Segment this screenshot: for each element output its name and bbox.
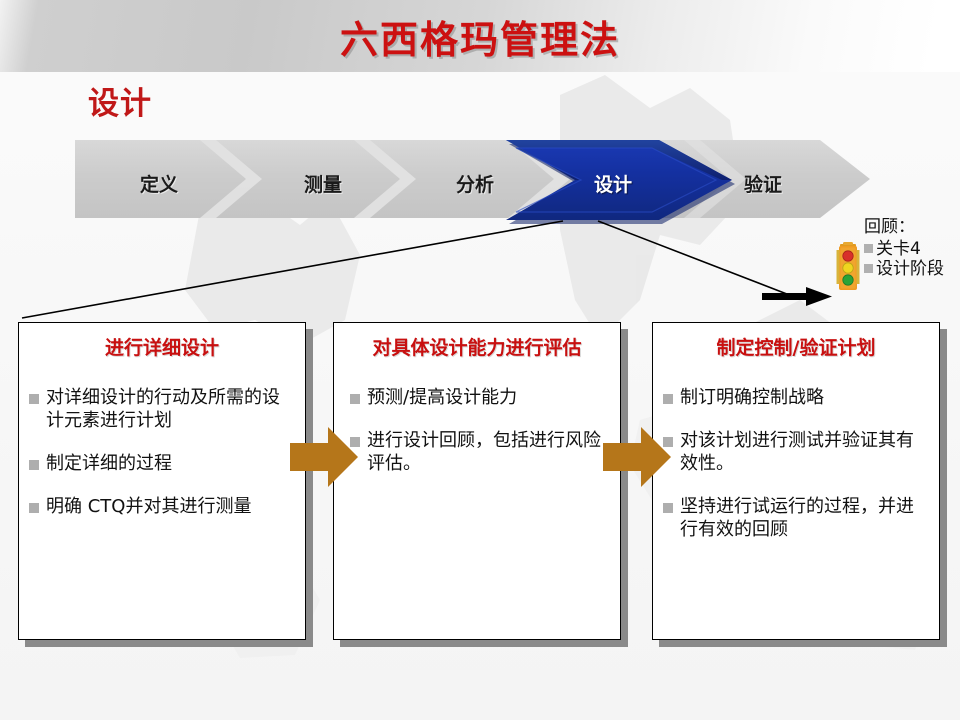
bullet-text: 明确 CTQ并对其进行测量 <box>46 495 252 517</box>
box-body: 预测/提高设计能力 进行设计回顾，包括进行风险评估。 <box>344 386 610 475</box>
bullet-text: 制定详细的过程 <box>46 452 172 474</box>
square-bullet-icon <box>864 244 873 254</box>
review-block: 回顾： 关卡4 设计阶段 <box>836 217 960 290</box>
bullet-item: 对详细设计的行动及所需的设计元素进行计划 <box>29 386 295 432</box>
box-title: 制定控制/验证计划 <box>716 337 876 359</box>
stage-label-measure[interactable]: 测量 <box>304 174 343 196</box>
bullet-item: 预测/提高设计能力 <box>344 386 610 409</box>
box-title: 对具体设计能力进行评估 <box>372 337 582 359</box>
square-bullet-icon <box>663 393 673 404</box>
review-item: 关卡4 <box>864 239 960 259</box>
bullet-text: 坚持进行试运行的过程，并进行有效的回顾 <box>680 495 914 540</box>
square-bullet-icon <box>663 502 673 513</box>
square-bullet-icon <box>29 459 39 470</box>
content-box-control-verification-plan[interactable]: 制定控制/验证计划 制订明确控制战略 对该计划进行测试并验证其有效性。 坚持进行… <box>652 322 940 640</box>
stage-label-design[interactable]: 设计 <box>594 174 633 196</box>
connector-arrow-right-icon <box>290 427 358 487</box>
bullet-item: 制定详细的过程 <box>29 452 295 475</box>
review-caption: 回顾： <box>864 217 915 237</box>
square-bullet-icon <box>864 264 873 274</box>
review-item-label: 关卡4 <box>876 238 921 259</box>
box-title: 进行详细设计 <box>104 337 219 359</box>
square-bullet-icon <box>29 393 39 404</box>
bullet-text: 对该计划进行测试并验证其有效性。 <box>680 429 914 474</box>
bullet-text: 进行设计回顾，包括进行风险评估。 <box>367 429 601 474</box>
box-body: 制订明确控制战略 对该计划进行测试并验证其有效性。 坚持进行试运行的过程，并进行… <box>663 386 929 541</box>
square-bullet-icon <box>29 502 39 513</box>
stage-label-define[interactable]: 定义 <box>140 174 179 196</box>
traffic-light-icon <box>836 241 860 290</box>
content-box-capability-assessment[interactable]: 对具体设计能力进行评估 预测/提高设计能力 进行设计回顾，包括进行风险评估。 <box>333 322 621 640</box>
square-bullet-icon <box>350 393 360 404</box>
review-pointer-arrow <box>762 287 832 306</box>
stage-label-verify[interactable]: 验证 <box>744 174 783 196</box>
section-subtitle: 设计 <box>88 86 152 122</box>
bullet-item: 制订明确控制战略 <box>663 386 929 409</box>
stage-label-analyze[interactable]: 分析 <box>456 174 495 196</box>
review-item-label: 设计阶段 <box>876 258 944 279</box>
bullet-item: 坚持进行试运行的过程，并进行有效的回顾 <box>663 495 929 541</box>
bullet-item: 明确 CTQ并对其进行测量 <box>29 495 295 518</box>
bullet-text: 预测/提高设计能力 <box>367 386 518 408</box>
content-box-detailed-design[interactable]: 进行详细设计 对详细设计的行动及所需的设计元素进行计划 制定详细的过程 明确 C… <box>18 322 306 640</box>
connector-arrow-right-icon <box>603 427 671 487</box>
bullet-item: 进行设计回顾，包括进行风险评估。 <box>344 429 610 475</box>
bullet-text: 对详细设计的行动及所需的设计元素进行计划 <box>46 386 280 431</box>
bullet-item: 对该计划进行测试并验证其有效性。 <box>663 429 929 475</box>
box-body: 对详细设计的行动及所需的设计元素进行计划 制定详细的过程 明确 CTQ并对其进行… <box>29 386 295 518</box>
bullet-text: 制订明确控制战略 <box>680 386 824 408</box>
review-item: 设计阶段 <box>864 259 960 279</box>
process-chevron-band <box>75 140 870 224</box>
